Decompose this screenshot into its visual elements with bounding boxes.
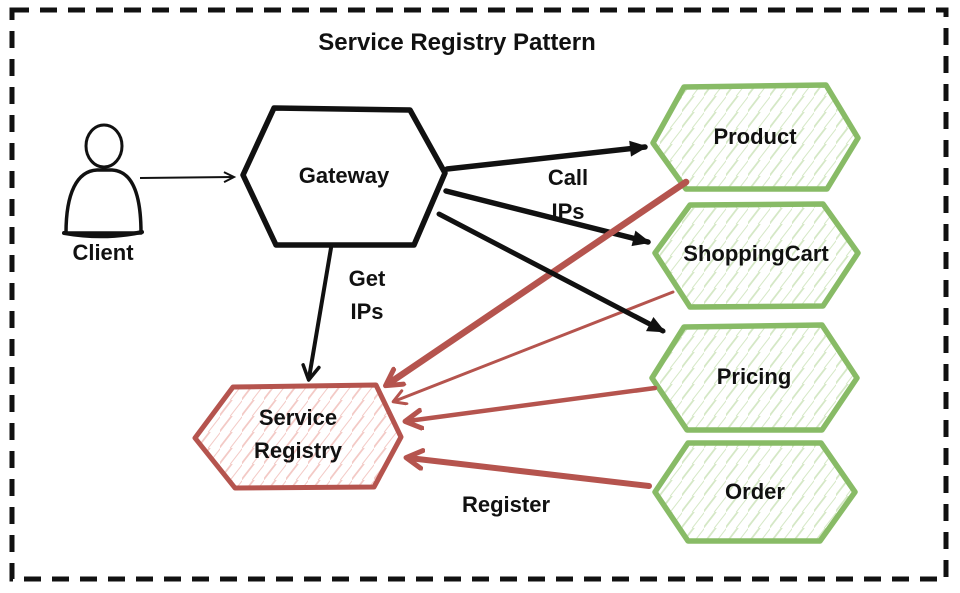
shoppingcart-register-arrow: [395, 290, 675, 401]
pricing-label: Pricing: [716, 364, 792, 389]
call-ips-label-line2: IPs: [551, 199, 585, 224]
service-registry-label-line2: Registry: [253, 438, 343, 463]
client-label: Client: [72, 240, 134, 265]
call-ips-label: Call IPs: [525, 161, 611, 229]
product-label: Product: [713, 124, 797, 149]
person-body: [64, 168, 143, 235]
pricing-register-arrow: [408, 385, 658, 421]
call-ips-label-line1: Call: [547, 165, 589, 190]
order-hexagon: [652, 440, 858, 544]
get-ips-label: Get IPs: [334, 262, 400, 328]
order-register-arrow: [409, 458, 652, 489]
get-ips-label-line1: Get: [348, 266, 386, 291]
product-register-arrow: [388, 178, 690, 384]
gateway-to-registry-arrow: [301, 246, 333, 382]
register-label: Register: [461, 492, 551, 517]
gateway-to-pricing-arrow: [436, 211, 666, 334]
shoppingcart-label: ShoppingCart: [683, 241, 829, 266]
service-registry-label-line1: Service: [258, 405, 338, 430]
shoppingcart-hexagon: [652, 201, 861, 310]
order-label: Order: [725, 479, 785, 504]
gateway-label: Gateway: [298, 163, 390, 188]
person-body-base: [62, 230, 144, 239]
gateway-to-product-arrow: [444, 140, 648, 172]
client-to-gateway-arrow: [139, 171, 237, 183]
person-head: [84, 123, 124, 169]
diagram-title: Service Registry Pattern: [318, 29, 596, 56]
gateway-hexagon: [240, 105, 448, 248]
diagram-border: [9, 7, 949, 582]
pricing-hexagon: [649, 322, 860, 433]
get-ips-label-line2: IPs: [350, 299, 384, 324]
service-registry-label: Service Registry: [213, 401, 383, 467]
product-hexagon: [650, 82, 861, 192]
service-registry-hexagon: [192, 382, 404, 491]
person-icon: [62, 123, 144, 239]
